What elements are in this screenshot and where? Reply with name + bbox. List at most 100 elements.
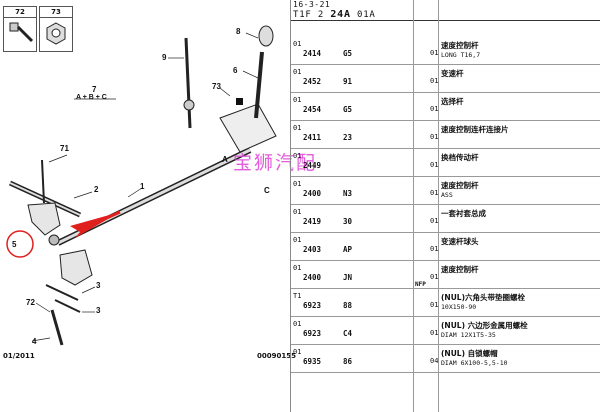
part-code: 88 (343, 301, 353, 310)
footer-date: 01/2011 (3, 352, 35, 360)
part-name: 一套衬套总成 (441, 209, 486, 218)
part-quantity: 01 (430, 301, 439, 309)
part-code: JN (343, 273, 353, 282)
part-name: 速度控制杆 (441, 181, 479, 190)
callout-3-upper: 3 (96, 281, 101, 290)
row-index: 01 (293, 348, 302, 356)
part-quantity: 01 (430, 189, 439, 197)
part-code: 86 (343, 357, 353, 366)
part-quantity: 01 (430, 105, 439, 113)
part-name: 速度控制杆 (441, 41, 479, 50)
part-reference: 2411 (303, 133, 322, 142)
bolt-thumbnail-label: 72 (4, 7, 36, 18)
callout-8: 8 (236, 27, 241, 36)
part-quantity: 01 (430, 49, 439, 57)
part-name: 选择杆 (441, 97, 464, 106)
part-reference: 6935 (303, 357, 322, 366)
part-code: C4 (343, 329, 353, 338)
callout-c: C (264, 186, 270, 195)
part-name: (NUL) 六边形金属用螺栓 (441, 321, 528, 330)
part-reference: 2452 (303, 77, 322, 86)
part-name: 变速杆球头 (441, 237, 479, 246)
part-name: (NUL)六角头带垫圈螺栓 (441, 293, 526, 302)
callout-a: A (222, 155, 228, 164)
header-reference: T1F 2 24A 01A (293, 9, 376, 20)
part-name: 换档传动杆 (441, 153, 479, 162)
part-spec: DIAM 6X100-5,5-10 (441, 359, 508, 367)
callout-4: 4 (32, 337, 37, 346)
part-code: G5 (343, 49, 353, 58)
part-reference: 2419 (303, 217, 322, 226)
row-index: 01 (293, 68, 302, 76)
callout-73: 73 (212, 82, 221, 91)
row-index: 01 (293, 40, 302, 48)
part-code: AP (343, 245, 353, 254)
part-reference: 6923 (303, 329, 322, 338)
row-index: 01 (293, 264, 302, 272)
exploded-view (6, 25, 277, 346)
part-quantity: 01 (430, 329, 439, 337)
part-quantity: 01 (430, 161, 439, 169)
part-reference: 6923 (303, 301, 322, 310)
part-reference: 2400 (303, 189, 322, 198)
row-index: 01 (293, 152, 302, 160)
callout-7: 7 (92, 85, 97, 94)
parts-diagram: 72 73 (0, 0, 296, 412)
part-quantity: 01 (430, 217, 439, 225)
part-quantity: 04 (430, 357, 439, 365)
row-index: 01 (293, 96, 302, 104)
part-code: 23 (343, 133, 353, 142)
row-index: 01 (293, 320, 302, 328)
part-spec: LONG T16,7 (441, 51, 481, 59)
part-flag: NFP (415, 281, 426, 288)
watermark: 宝狮汽配 (233, 152, 318, 174)
row-index: 01 (293, 180, 302, 188)
callout-9: 9 (162, 53, 167, 62)
part-name: 速度控制杆 (441, 265, 479, 274)
callout-1: 1 (140, 182, 145, 191)
part-reference: 2403 (303, 245, 322, 254)
nut-icon (46, 22, 66, 45)
callout-formula: A + B + C (76, 94, 107, 101)
nut-thumbnail[interactable]: 73 (39, 6, 73, 52)
row-index: 01 (293, 236, 302, 244)
part-code: 30 (343, 217, 353, 226)
bolt-thumbnail[interactable]: 72 (3, 6, 37, 52)
part-name: 速度控制连杆连接片 (441, 125, 509, 134)
part-reference: 2414 (303, 49, 322, 58)
callout-5: 5 (12, 240, 17, 249)
callout-3-lower: 3 (96, 306, 101, 315)
part-reference: 2449 (303, 161, 322, 170)
row-index: T1 (293, 292, 302, 300)
part-code: 91 (343, 77, 353, 86)
bolt-icon (9, 22, 34, 43)
part-quantity: 01 (430, 273, 439, 281)
header-group: 24A (330, 9, 351, 20)
column-divider-right (438, 0, 439, 412)
column-divider-left (413, 0, 414, 412)
part-code: G5 (343, 105, 353, 114)
header-divider (291, 20, 600, 21)
header-date: 16-3-21 (293, 0, 331, 9)
header-model: T1F 2 (293, 10, 331, 20)
part-reference: 2400 (303, 273, 322, 282)
part-name: 变速杆 (441, 69, 464, 78)
callout-71: 71 (60, 144, 69, 153)
header-page: 01A (350, 10, 376, 20)
part-quantity: 01 (430, 77, 439, 85)
callout-72: 72 (26, 298, 35, 307)
part-spec: ASS (441, 191, 453, 199)
